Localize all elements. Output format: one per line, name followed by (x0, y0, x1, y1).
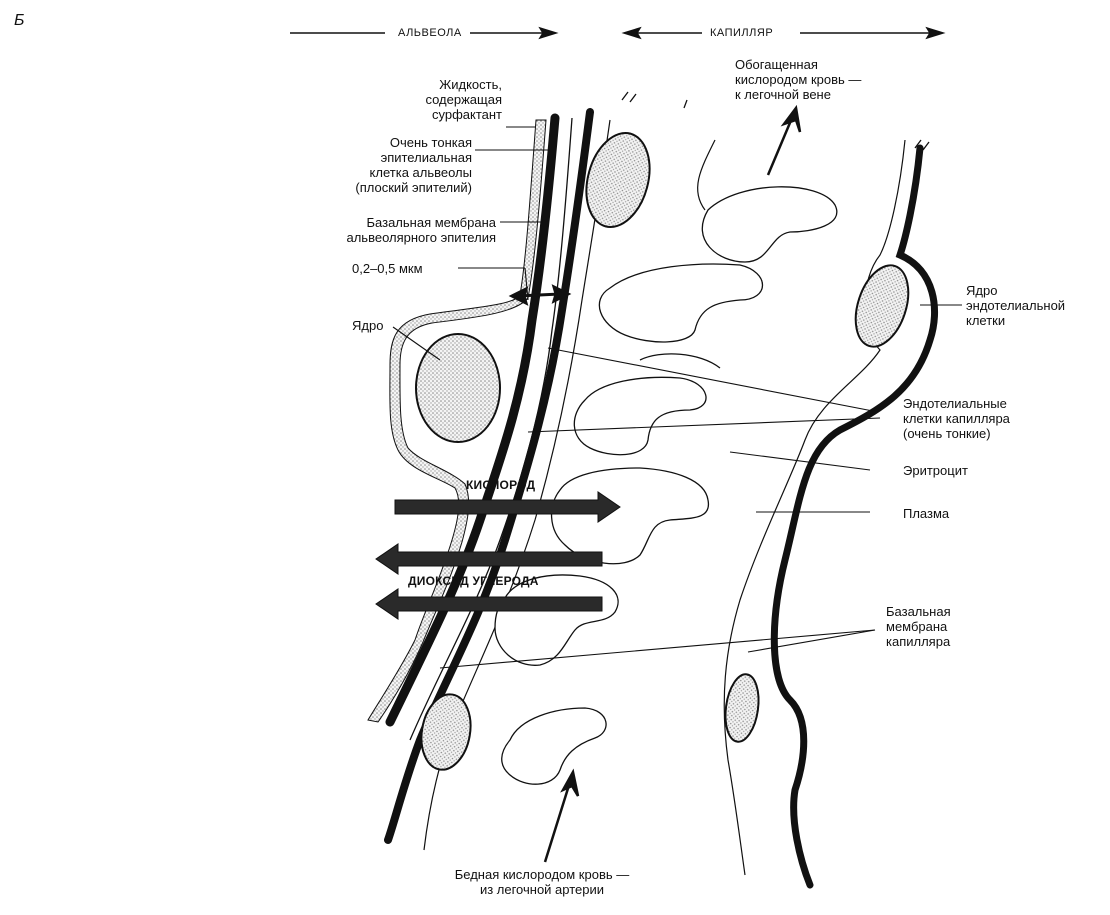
label-oxygen: КИСЛОРОД (466, 478, 535, 492)
label-fluid-surfactant: Жидкость, содержащая сурфактант (360, 77, 502, 122)
label-erythrocyte: Эритроцит (903, 463, 968, 478)
label-plasma: Плазма (903, 506, 949, 521)
panel-label: Б (14, 12, 24, 30)
label-oxygen-poor-blood: Бедная кислородом кровь — из легочной ар… (412, 867, 672, 897)
label-nucleus: Ядро (352, 318, 383, 333)
label-basal-membrane-epithelium: Базальная мембрана альвеолярного эпители… (300, 215, 496, 245)
label-epithelial-cell: Очень тонкая эпителиальная клетка альвео… (300, 135, 472, 195)
label-basal-membrane-capillary: Базальная мембрана капилляра (886, 604, 951, 649)
gas-arrows (376, 492, 620, 619)
header-alveola: АЛЬВЕОЛА (398, 27, 462, 39)
header-arrows (290, 28, 943, 38)
label-oxygen-rich-blood: Обогащенная кислородом кровь — к легочно… (735, 57, 861, 102)
label-endothelial-cells: Эндотелиальные клетки капилляра (очень т… (903, 396, 1010, 441)
label-endothelial-nucleus: Ядро эндотелиальной клетки (966, 283, 1065, 328)
header-capillary: КАПИЛЛЯР (710, 27, 773, 39)
label-co2: ДИОКСИД УГЛЕРОДА (408, 574, 539, 588)
label-thickness: 0,2–0,5 мкм (352, 261, 423, 276)
